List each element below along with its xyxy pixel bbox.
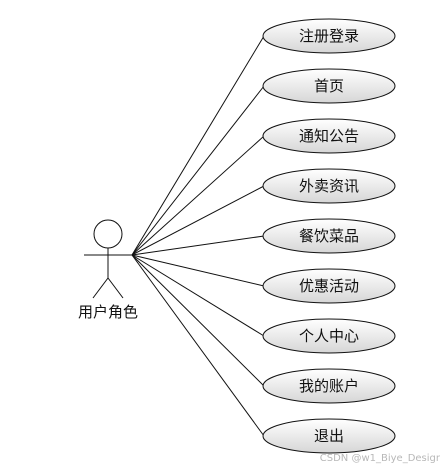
use-case-8-ellipse xyxy=(262,368,396,404)
use-case-5-ellipse xyxy=(262,218,396,254)
use-case-1-label: 注册登录 xyxy=(299,27,359,45)
use-case-5[interactable]: 餐饮菜品 xyxy=(262,218,396,254)
use-case-1-ellipse xyxy=(262,18,396,54)
association-line-1 xyxy=(131,35,265,256)
association-line-7 xyxy=(131,254,265,337)
actor-right-leg xyxy=(107,277,124,299)
actor-left-leg xyxy=(92,277,109,299)
use-case-9-ellipse xyxy=(262,418,396,454)
use-case-1[interactable]: 注册登录 xyxy=(262,18,396,54)
association-line-9 xyxy=(131,254,265,437)
association-lines xyxy=(131,35,265,437)
watermark-text: CSDN @w1_Biye_Desigr xyxy=(320,453,441,464)
use-case-6[interactable]: 优惠活动 xyxy=(262,268,396,304)
association-line-2 xyxy=(131,85,265,256)
use-case-9-label: 退出 xyxy=(314,427,344,445)
association-line-5 xyxy=(131,235,265,256)
use-case-8-label: 我的账户 xyxy=(299,377,359,395)
use-case-4[interactable]: 外卖资讯 xyxy=(262,168,396,204)
use-case-5-label: 餐饮菜品 xyxy=(299,227,359,245)
actor-figure: 用户角色 xyxy=(78,219,138,321)
association-line-8 xyxy=(131,254,265,387)
use-case-7[interactable]: 个人中心 xyxy=(262,318,396,354)
use-case-4-ellipse xyxy=(262,168,396,204)
use-case-8[interactable]: 我的账户 xyxy=(262,368,396,404)
use-case-2-ellipse xyxy=(262,68,396,104)
use-case-3-ellipse xyxy=(262,118,396,154)
use-case-3-label: 通知公告 xyxy=(299,127,359,145)
use-case-4-label: 外卖资讯 xyxy=(299,177,359,195)
actor-label: 用户角色 xyxy=(78,303,138,321)
association-line-6 xyxy=(131,254,265,287)
use-case-6-ellipse xyxy=(262,268,396,304)
use-case-3[interactable]: 通知公告 xyxy=(262,118,396,154)
association-line-3 xyxy=(131,135,265,256)
use-case-2-label: 首页 xyxy=(314,77,344,95)
use-case-7-label: 个人中心 xyxy=(299,327,359,345)
use-case-2[interactable]: 首页 xyxy=(262,68,396,104)
use-case-6-label: 优惠活动 xyxy=(299,277,359,295)
association-line-4 xyxy=(131,185,265,256)
actor-head xyxy=(93,219,123,249)
use-case-7-ellipse xyxy=(262,318,396,354)
use-case-9[interactable]: 退出 xyxy=(262,418,396,454)
